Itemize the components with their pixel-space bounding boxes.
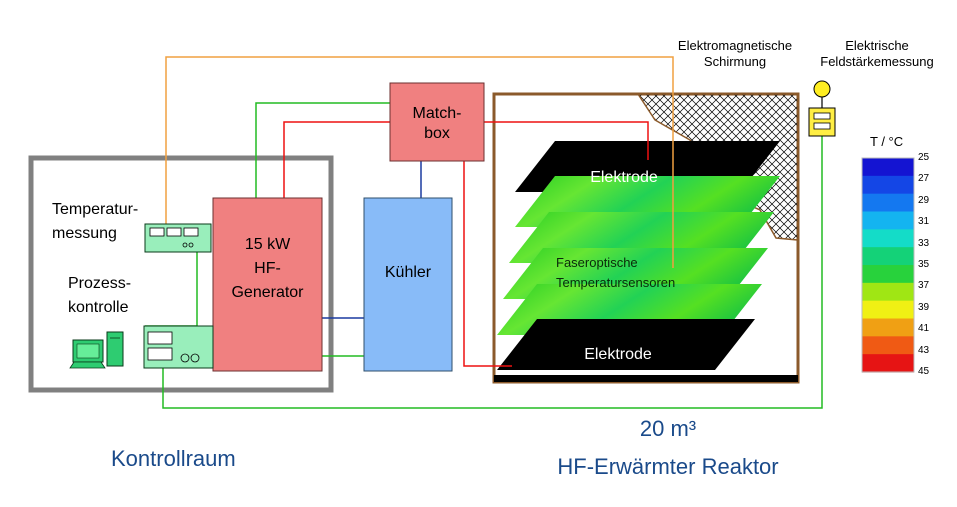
legend-frame [861, 157, 915, 373]
legend-tick-label: 41 [918, 323, 930, 335]
legend-tick-label: 33 [918, 237, 930, 249]
fiber-sensors-label: Faseroptische Temperatursensoren [556, 255, 676, 290]
legend-swatch [862, 282, 914, 302]
legend-tick-label: 25 [918, 152, 930, 163]
legend-swatch [862, 265, 914, 284]
matchbox [389, 82, 485, 162]
control-room-label: Kontrollraum [111, 446, 236, 471]
electrode-bottom [497, 319, 755, 370]
field-measure-line [162, 136, 823, 409]
legend-swatch [862, 318, 914, 337]
rf-line [484, 121, 649, 160]
legend-title: T / °C [870, 134, 904, 149]
reactor-floor [494, 375, 798, 382]
legend-tick-label: 27 [918, 173, 930, 185]
computer-icon [69, 331, 124, 369]
reactor-label: HF-Erwärmter Reaktor [557, 454, 779, 479]
cooler-label: Kühler [384, 264, 432, 281]
reactor-volume-label: 20 m³ [639, 416, 697, 441]
field-sensor-icon [808, 80, 836, 137]
rf-line [463, 161, 512, 367]
legend-swatch [862, 336, 914, 355]
shielding-label: Elektromagnetische Schirmung [677, 38, 793, 69]
legend-tick-label: 31 [918, 216, 930, 228]
legend-swatch [862, 211, 914, 230]
legend-swatch [862, 354, 914, 373]
legend-tick-label: 39 [918, 301, 930, 313]
legend-swatch [862, 247, 914, 266]
legend-swatch [862, 175, 914, 195]
legend-tick-label: 37 [918, 280, 930, 292]
electrode-bottom-label: Elektrode [584, 346, 652, 363]
cooler [363, 197, 453, 372]
legend-tick-label: 43 [918, 344, 930, 356]
legend-swatch [862, 158, 914, 177]
legend-tick-label: 45 [918, 366, 930, 377]
temperature-device [144, 223, 212, 253]
electrode-top-label: Elektrode [590, 169, 658, 186]
hf-generator [212, 197, 323, 372]
process-control-device [143, 325, 214, 369]
control-line [255, 102, 390, 198]
control-room-box [28, 155, 334, 393]
legend-swatch [862, 229, 914, 248]
legend-tick-label: 29 [918, 194, 930, 206]
temperature-color-scale [862, 158, 914, 373]
fiber-optic-line [165, 56, 674, 268]
temperature-measurement-label: Temperatur- messung [52, 201, 139, 242]
generator-label: 15 kW HF- Generator [231, 236, 304, 301]
rf-line [283, 121, 390, 198]
legend-tick-label: 35 [918, 259, 930, 270]
legend-swatch [862, 300, 914, 320]
process-control-label: Prozess- kontrolle [68, 275, 132, 316]
legend-swatch [862, 193, 914, 213]
field-measurement-label: Elektrische Feldstärkemessung [820, 38, 934, 69]
matchbox-label: Match- box [412, 105, 462, 142]
